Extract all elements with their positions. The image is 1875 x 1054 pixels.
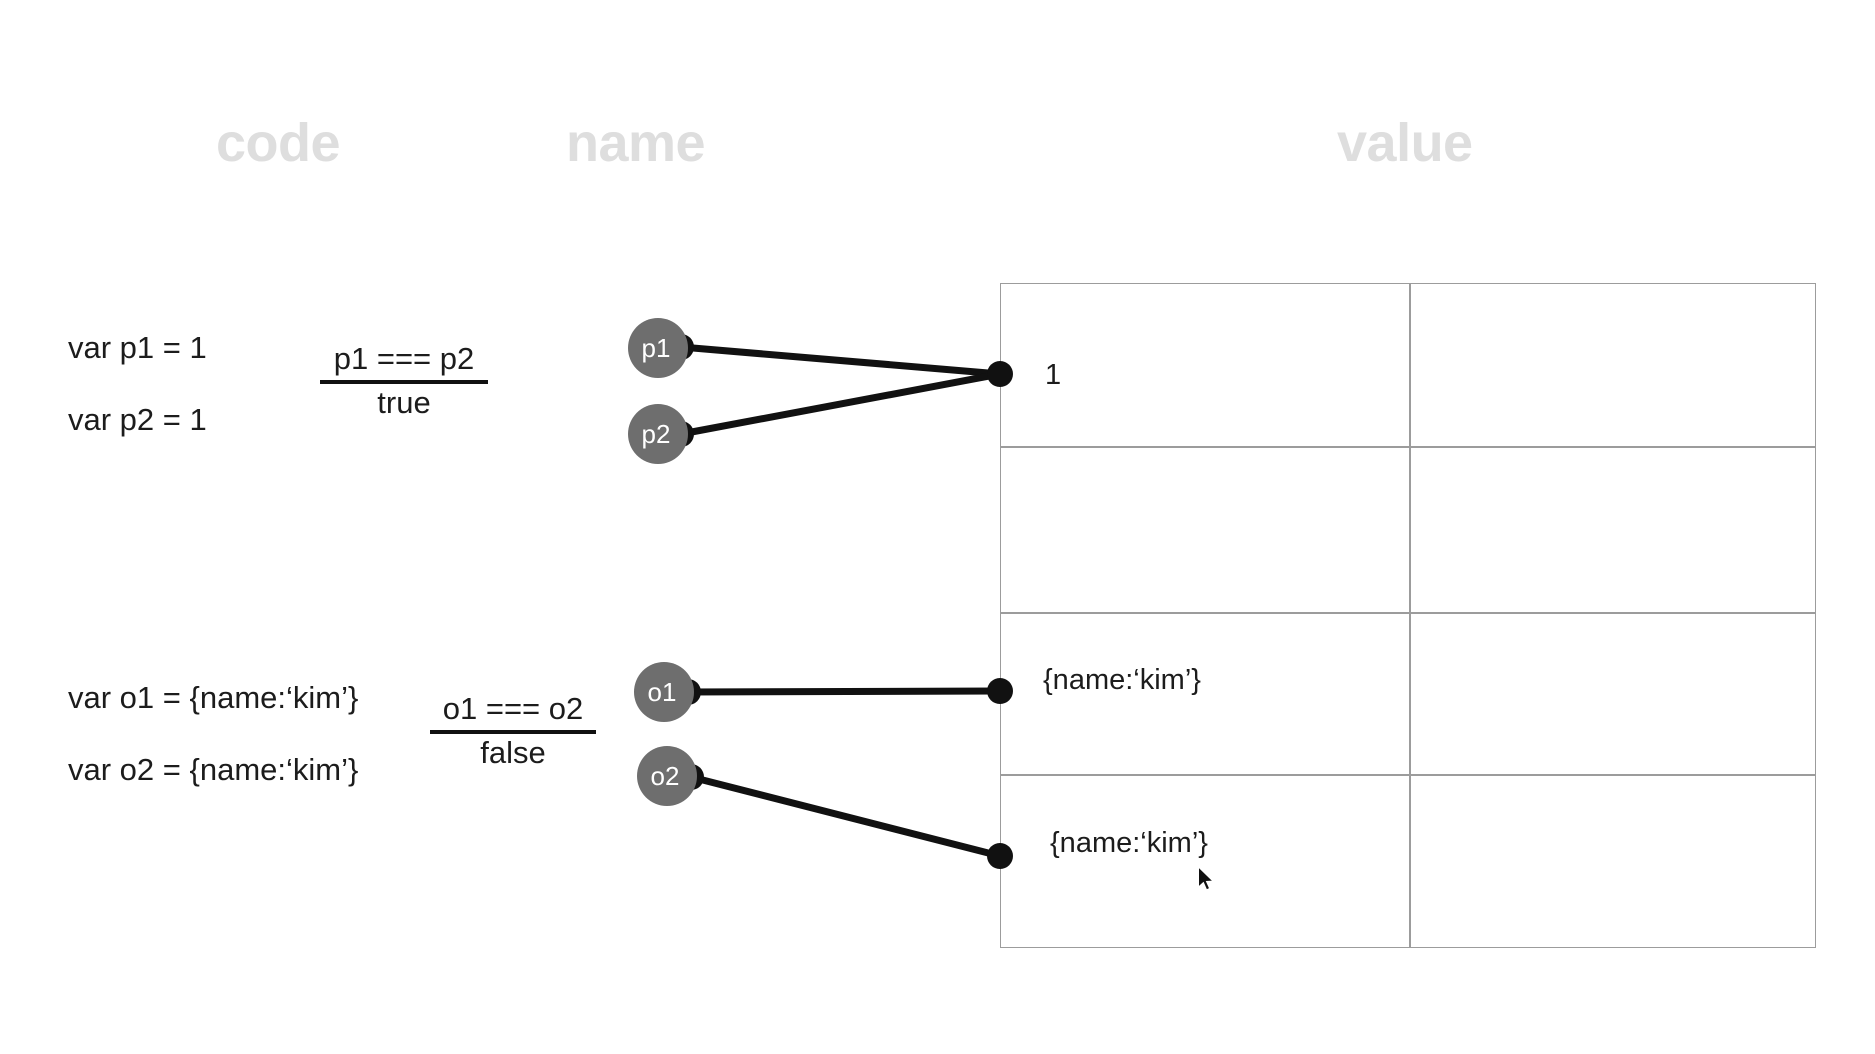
mouse-cursor-icon	[1198, 866, 1215, 891]
comparison-result-objects: false	[480, 734, 546, 770]
comparison-expression-primitives: p1 === p2 true	[320, 341, 488, 420]
comparison-numerator-objects: o1 === o2	[442, 691, 584, 726]
code-line-o1-declaration: var o1 = {name:‘kim’}	[68, 680, 359, 715]
fraction-bar	[320, 379, 488, 384]
column-header-name: name	[566, 113, 706, 173]
table-cell-value-row4: {name:‘kim’}	[1050, 827, 1208, 859]
code-line-p2-declaration: var p2 = 1	[68, 402, 207, 437]
comparison-expression-objects: o1 === o2 false	[430, 691, 596, 770]
code-line-o2-declaration: var o2 = {name:‘kim’}	[68, 752, 359, 787]
edge-p1-to-value1	[677, 343, 1004, 378]
edge-p2-to-value1	[677, 370, 1004, 438]
comparison-numerator-primitives: p1 === p2	[333, 341, 475, 376]
column-header-value: value	[1337, 113, 1473, 173]
value-table	[1000, 283, 1816, 948]
variable-node-p1[interactable]: p1	[628, 318, 688, 378]
fraction-bar	[430, 729, 596, 734]
edge-o1-to-value3	[684, 687, 1004, 696]
table-row-divider	[1001, 612, 1815, 614]
table-row-divider	[1001, 774, 1815, 776]
variable-node-label: p2	[641, 418, 671, 449]
variable-node-label: o2	[650, 760, 680, 791]
variable-node-label: p1	[641, 332, 671, 363]
comparison-result-primitives: true	[377, 384, 431, 420]
table-row-divider	[1001, 446, 1815, 448]
variable-node-o2[interactable]: o2	[637, 746, 697, 806]
edge-o2-to-value4	[687, 773, 1004, 860]
variable-node-p2[interactable]: p2	[628, 404, 688, 464]
table-cell-value-row3: {name:‘kim’}	[1043, 664, 1201, 696]
column-header-code: code	[216, 113, 341, 173]
table-column-divider	[1409, 284, 1411, 947]
code-line-p1-declaration: var p1 = 1	[68, 330, 207, 365]
table-cell-value-row1: 1	[1045, 359, 1062, 391]
variable-node-o1[interactable]: o1	[634, 662, 694, 722]
variable-node-label: o1	[647, 676, 677, 707]
